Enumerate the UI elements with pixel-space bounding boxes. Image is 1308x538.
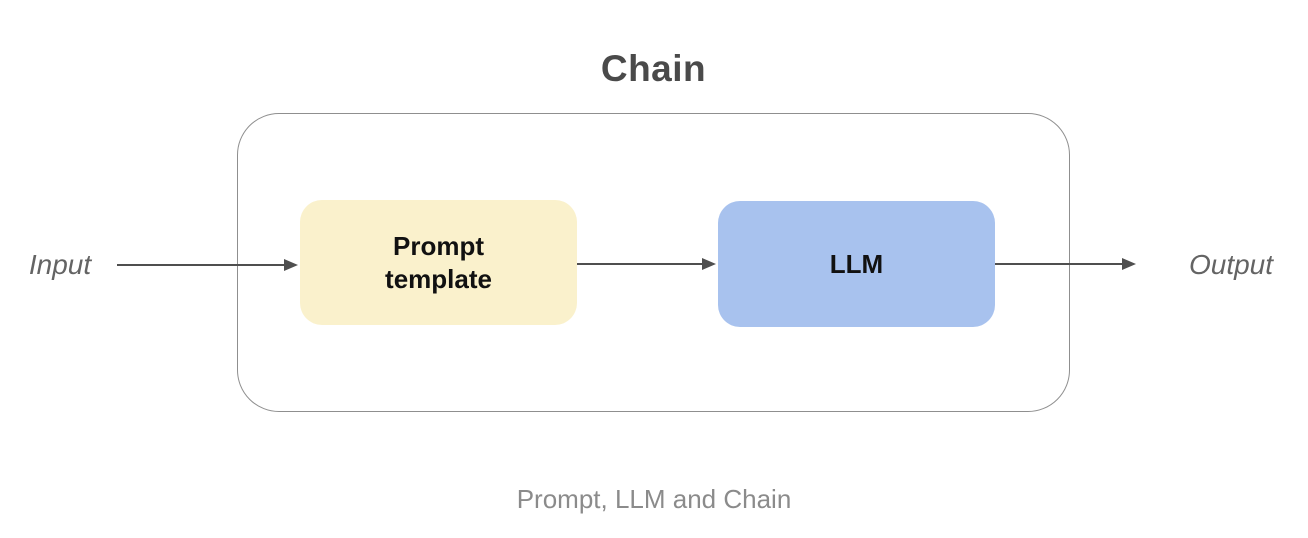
- prompt-template-node: Prompt template: [300, 200, 577, 325]
- chain-container: [237, 113, 1070, 412]
- llm-node: LLM: [718, 201, 995, 327]
- llm-node-label: LLM: [829, 248, 884, 279]
- input-label: Input: [28, 249, 92, 280]
- prompt-template-node-label: Prompt template: [385, 231, 492, 294]
- figure-caption: Prompt, LLM and Chain: [516, 484, 792, 514]
- output-label: Output: [1188, 249, 1274, 280]
- chain-title: Chain: [600, 48, 707, 89]
